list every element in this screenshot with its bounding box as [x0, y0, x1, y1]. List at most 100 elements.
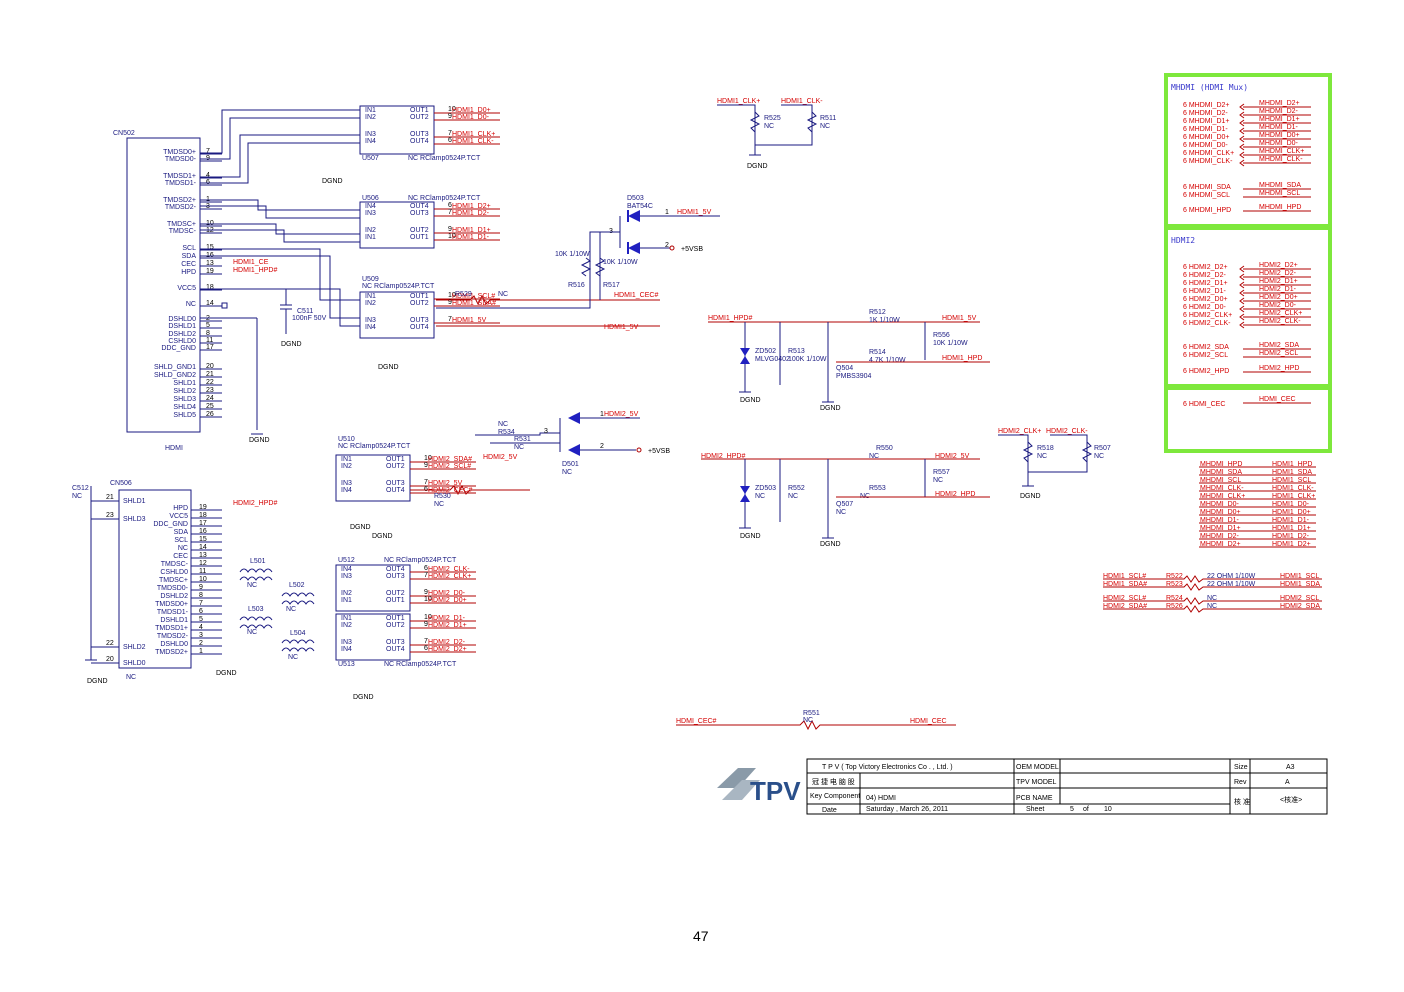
tpv-logo-text: TPV — [750, 776, 801, 806]
panel-ddc-net: HDMI2_SCL — [1259, 350, 1298, 357]
chip-out-pin: OUT3 — [410, 210, 429, 217]
hdmi-cec-hash-net: HDMI_CEC# — [676, 718, 717, 725]
cn502-pin-label: TMDSD1- — [165, 180, 197, 187]
cn506-left-pin-number: 22 — [106, 640, 114, 647]
panel-net: MHDMI_D0+ — [1259, 132, 1300, 139]
cec-net: HDMI_CEC — [1259, 396, 1296, 403]
ddc-resistor-value: 22 OHM 1/10W — [1207, 573, 1256, 580]
cn506-right-pin-number: 6 — [199, 608, 203, 615]
mhdmi-panel-title: MHDMI (HDMI Mux) — [1171, 83, 1248, 92]
chip-ref: U510 — [338, 436, 355, 443]
chip-out-number: 9 — [424, 462, 428, 469]
chip-out-number: 9 — [448, 226, 452, 233]
chip-ref: U507 — [362, 155, 379, 162]
cn506-right-pin-label: TMDSD1+ — [155, 625, 188, 632]
cn506-right-pin-label: VCC5 — [169, 513, 188, 520]
svg-text:1: 1 — [665, 209, 669, 216]
l504-ref: L504 — [290, 630, 306, 637]
hdmi2-panel-title: HDMI2 — [1171, 236, 1195, 245]
chip-in-pin: IN2 — [341, 463, 352, 470]
chip-net-label: HDMI2_SCL# — [428, 463, 471, 470]
ddc-left-net: HDMI2_SDA# — [1103, 603, 1147, 610]
mux-map-right: HDMI1_D2+ — [1272, 541, 1311, 548]
chip-out-number: 9 — [424, 589, 428, 596]
r517-value: 10K 1/10W — [603, 259, 638, 266]
chip-out-pin: OUT3 — [386, 639, 405, 646]
chip-out-pin: OUT4 — [410, 138, 429, 145]
hdmi-cec-net: HDMI_CEC — [910, 718, 947, 725]
sheet-label: Sheet — [1026, 806, 1044, 813]
c511-value: 100nF 50V — [292, 315, 327, 322]
oem-model-label: OEM MODEL — [1016, 764, 1059, 771]
r557-value: NC — [933, 477, 943, 484]
dgnd-c512: DGND — [87, 678, 108, 685]
chip-ref: U512 — [338, 557, 355, 564]
mux-map-right: HDMI1_D2- — [1272, 533, 1310, 540]
q504-ref: Q504 — [836, 365, 853, 372]
d501-value: NC — [562, 469, 572, 476]
hdmi1-hpd-hash-net: HDMI1_HPD# — [708, 315, 752, 322]
r530-ref: R530 — [434, 493, 451, 500]
chip-part: NC RClamp0524P.TCT — [408, 155, 481, 162]
r516-value: 10K 1/10W — [555, 251, 590, 258]
panel-net: MHDMI_CLK- — [1259, 156, 1303, 163]
cn502-pin-number: 13 — [206, 260, 214, 267]
r511-value: NC — [820, 123, 830, 130]
panel-port: 6 MHDMI_D2- — [1183, 110, 1228, 117]
cn502-pin-number: 25 — [206, 403, 214, 410]
zd502-ref: ZD502 — [755, 348, 776, 355]
panel-ddc-net: HDMI2_SDA — [1259, 342, 1299, 349]
panel-port: 6 HDMI2_CLK+ — [1183, 312, 1232, 319]
cn506-right-pin-label: TMDSD2- — [157, 633, 189, 640]
chip-net-label: HDMI2_D0+ — [428, 597, 467, 604]
panel-net: HDMI2_D2+ — [1259, 262, 1298, 269]
dgnd-u510: DGND — [350, 524, 371, 531]
hdmi2-hpd-hash-net: HDMI2_HPD# — [701, 453, 745, 460]
panel-port-arrow — [1239, 281, 1245, 289]
chip-ref: U506 — [362, 195, 379, 202]
date-value: Saturday , March 26, 2011 — [866, 806, 948, 813]
panel-net: MHDMI_D2- — [1259, 108, 1299, 115]
panel-port: 6 HDMI2_D1+ — [1183, 280, 1228, 287]
cn502-pin-number: 24 — [206, 395, 214, 402]
c512-capacitor: C512 NC — [72, 485, 97, 661]
hdmi2-panel: HDMI2 6 HDMI2_D2+HDMI2_D2+6 HDMI2_D2-HDM… — [1164, 226, 1332, 388]
chip-net-label: HDMI2_5V — [428, 480, 463, 487]
r507-ref: R507 — [1094, 445, 1111, 452]
r514-value: 4.7K 1/10W — [869, 357, 906, 364]
panel-hpd-port: 6 HDMI2_HPD — [1183, 368, 1229, 375]
cn506-left-pin-label: SHLD2 — [123, 644, 146, 651]
panel-net: HDMI2_D1- — [1259, 286, 1297, 293]
chip-out-pin: OUT3 — [410, 131, 429, 138]
cn502-pin-number: 17 — [206, 344, 214, 351]
chip-net-label: HDMI2_CEC# — [428, 487, 472, 494]
panel-port-arrow — [1239, 273, 1245, 281]
cn506-right-pin-number: 2 — [199, 640, 203, 647]
cn502-pin-label: NC — [186, 301, 196, 308]
l502-ref: L502 — [289, 582, 305, 589]
cn502-pin-label: VCC5 — [177, 285, 196, 292]
hdmi2-5v-d501: HDMI2_5V — [604, 411, 639, 418]
cn506-right-pin-label: CSHLD0 — [160, 569, 188, 576]
q507-value: NC — [836, 509, 846, 516]
r511-ref: R511 — [820, 115, 836, 122]
dgnd-r525: DGND — [747, 163, 768, 170]
r531-value: NC — [514, 444, 524, 451]
cn502-pin-number: 8 — [206, 330, 210, 337]
chip-out-pin: OUT4 — [410, 203, 429, 210]
hdmi1-5v-hpd: HDMI1_5V — [942, 315, 977, 322]
cn506-right-pin-label: TMDSC+ — [159, 577, 188, 584]
mux-map-left: MHDMI_SDA — [1200, 469, 1242, 476]
cn506-right-pin-number: 7 — [199, 600, 203, 607]
panel-hpd-net: HDMI2_HPD — [1259, 365, 1299, 372]
cn502-pin-label: SHLD4 — [173, 404, 196, 411]
cn502-pin-label: CEC — [181, 261, 196, 268]
panel-port-arrow — [1239, 143, 1245, 151]
sheet-of: of — [1083, 806, 1089, 813]
panel-net: MHDMI_D1- — [1259, 124, 1299, 131]
q507-ref: Q507 — [836, 501, 853, 508]
panel-port-arrow — [1239, 265, 1245, 273]
cec-panel: 6 HDMI_CEC HDMI_CEC — [1164, 386, 1332, 453]
